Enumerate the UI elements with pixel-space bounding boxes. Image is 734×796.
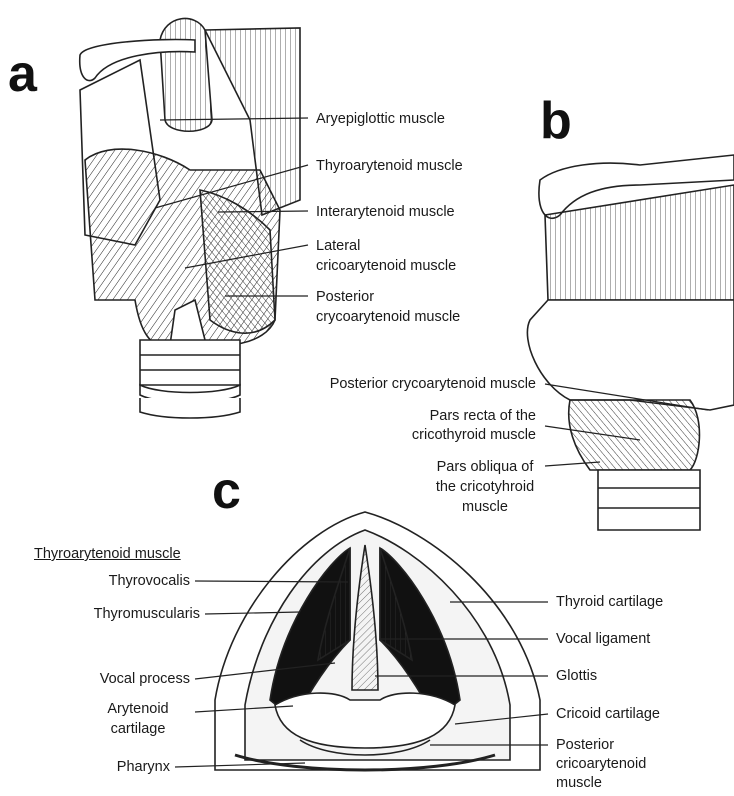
- panel-c-letter: c: [212, 465, 241, 517]
- panel-b-letter: b: [540, 95, 572, 147]
- label-thyroid-cartilage: Thyroid cartilage: [556, 593, 663, 611]
- label-posterior-crycoarytenoid-2: crycoarytenoid muscle: [316, 308, 460, 326]
- panel-a-drawing: [80, 19, 300, 418]
- label-thyroarytenoid-muscle: Thyroarytenoid muscle: [316, 157, 463, 175]
- label-pars-obliqua-2: the cricotyhroid: [420, 478, 550, 496]
- panel-c-drawing: [215, 512, 540, 770]
- label-thyrovocalis: Thyrovocalis: [109, 572, 190, 590]
- label-glottis: Glottis: [556, 667, 597, 685]
- label-pars-recta-1: Pars recta of the: [430, 407, 536, 425]
- label-c-posterior-2: cricoarytenoid: [556, 755, 646, 773]
- label-pharynx: Pharynx: [117, 758, 170, 776]
- label-aryepiglottic-muscle: Aryepiglottic muscle: [316, 110, 445, 128]
- label-interarytenoid-muscle: Interarytenoid muscle: [316, 203, 455, 221]
- label-vocal-process: Vocal process: [100, 670, 190, 688]
- label-arytenoid-2: cartilage: [90, 720, 186, 738]
- label-c-posterior-1: Posterior: [556, 736, 614, 754]
- label-arytenoid-1: Arytenoid: [90, 700, 186, 718]
- panel-a-letter: a: [8, 48, 37, 100]
- label-thyromuscularis: Thyromuscularis: [94, 605, 200, 623]
- label-lateral-cricoarytenoid-2: cricoarytenoid muscle: [316, 257, 456, 275]
- label-c-heading: Thyroarytenoid muscle: [34, 545, 181, 563]
- label-c-posterior-3: muscle: [556, 774, 602, 792]
- label-vocal-ligament: Vocal ligament: [556, 630, 650, 648]
- label-pars-recta-2: cricothyroid muscle: [412, 426, 536, 444]
- label-lateral-cricoarytenoid-1: Lateral: [316, 237, 360, 255]
- label-b-posterior-crycoarytenoid: Posterior crycoarytenoid muscle: [330, 375, 536, 393]
- panel-b-drawing: [527, 155, 734, 530]
- label-pars-obliqua-1: Pars obliqua of: [420, 458, 550, 476]
- label-pars-obliqua-3: muscle: [420, 498, 550, 516]
- label-posterior-crycoarytenoid-1: Posterior: [316, 288, 374, 306]
- label-cricoid-cartilage: Cricoid cartilage: [556, 705, 660, 723]
